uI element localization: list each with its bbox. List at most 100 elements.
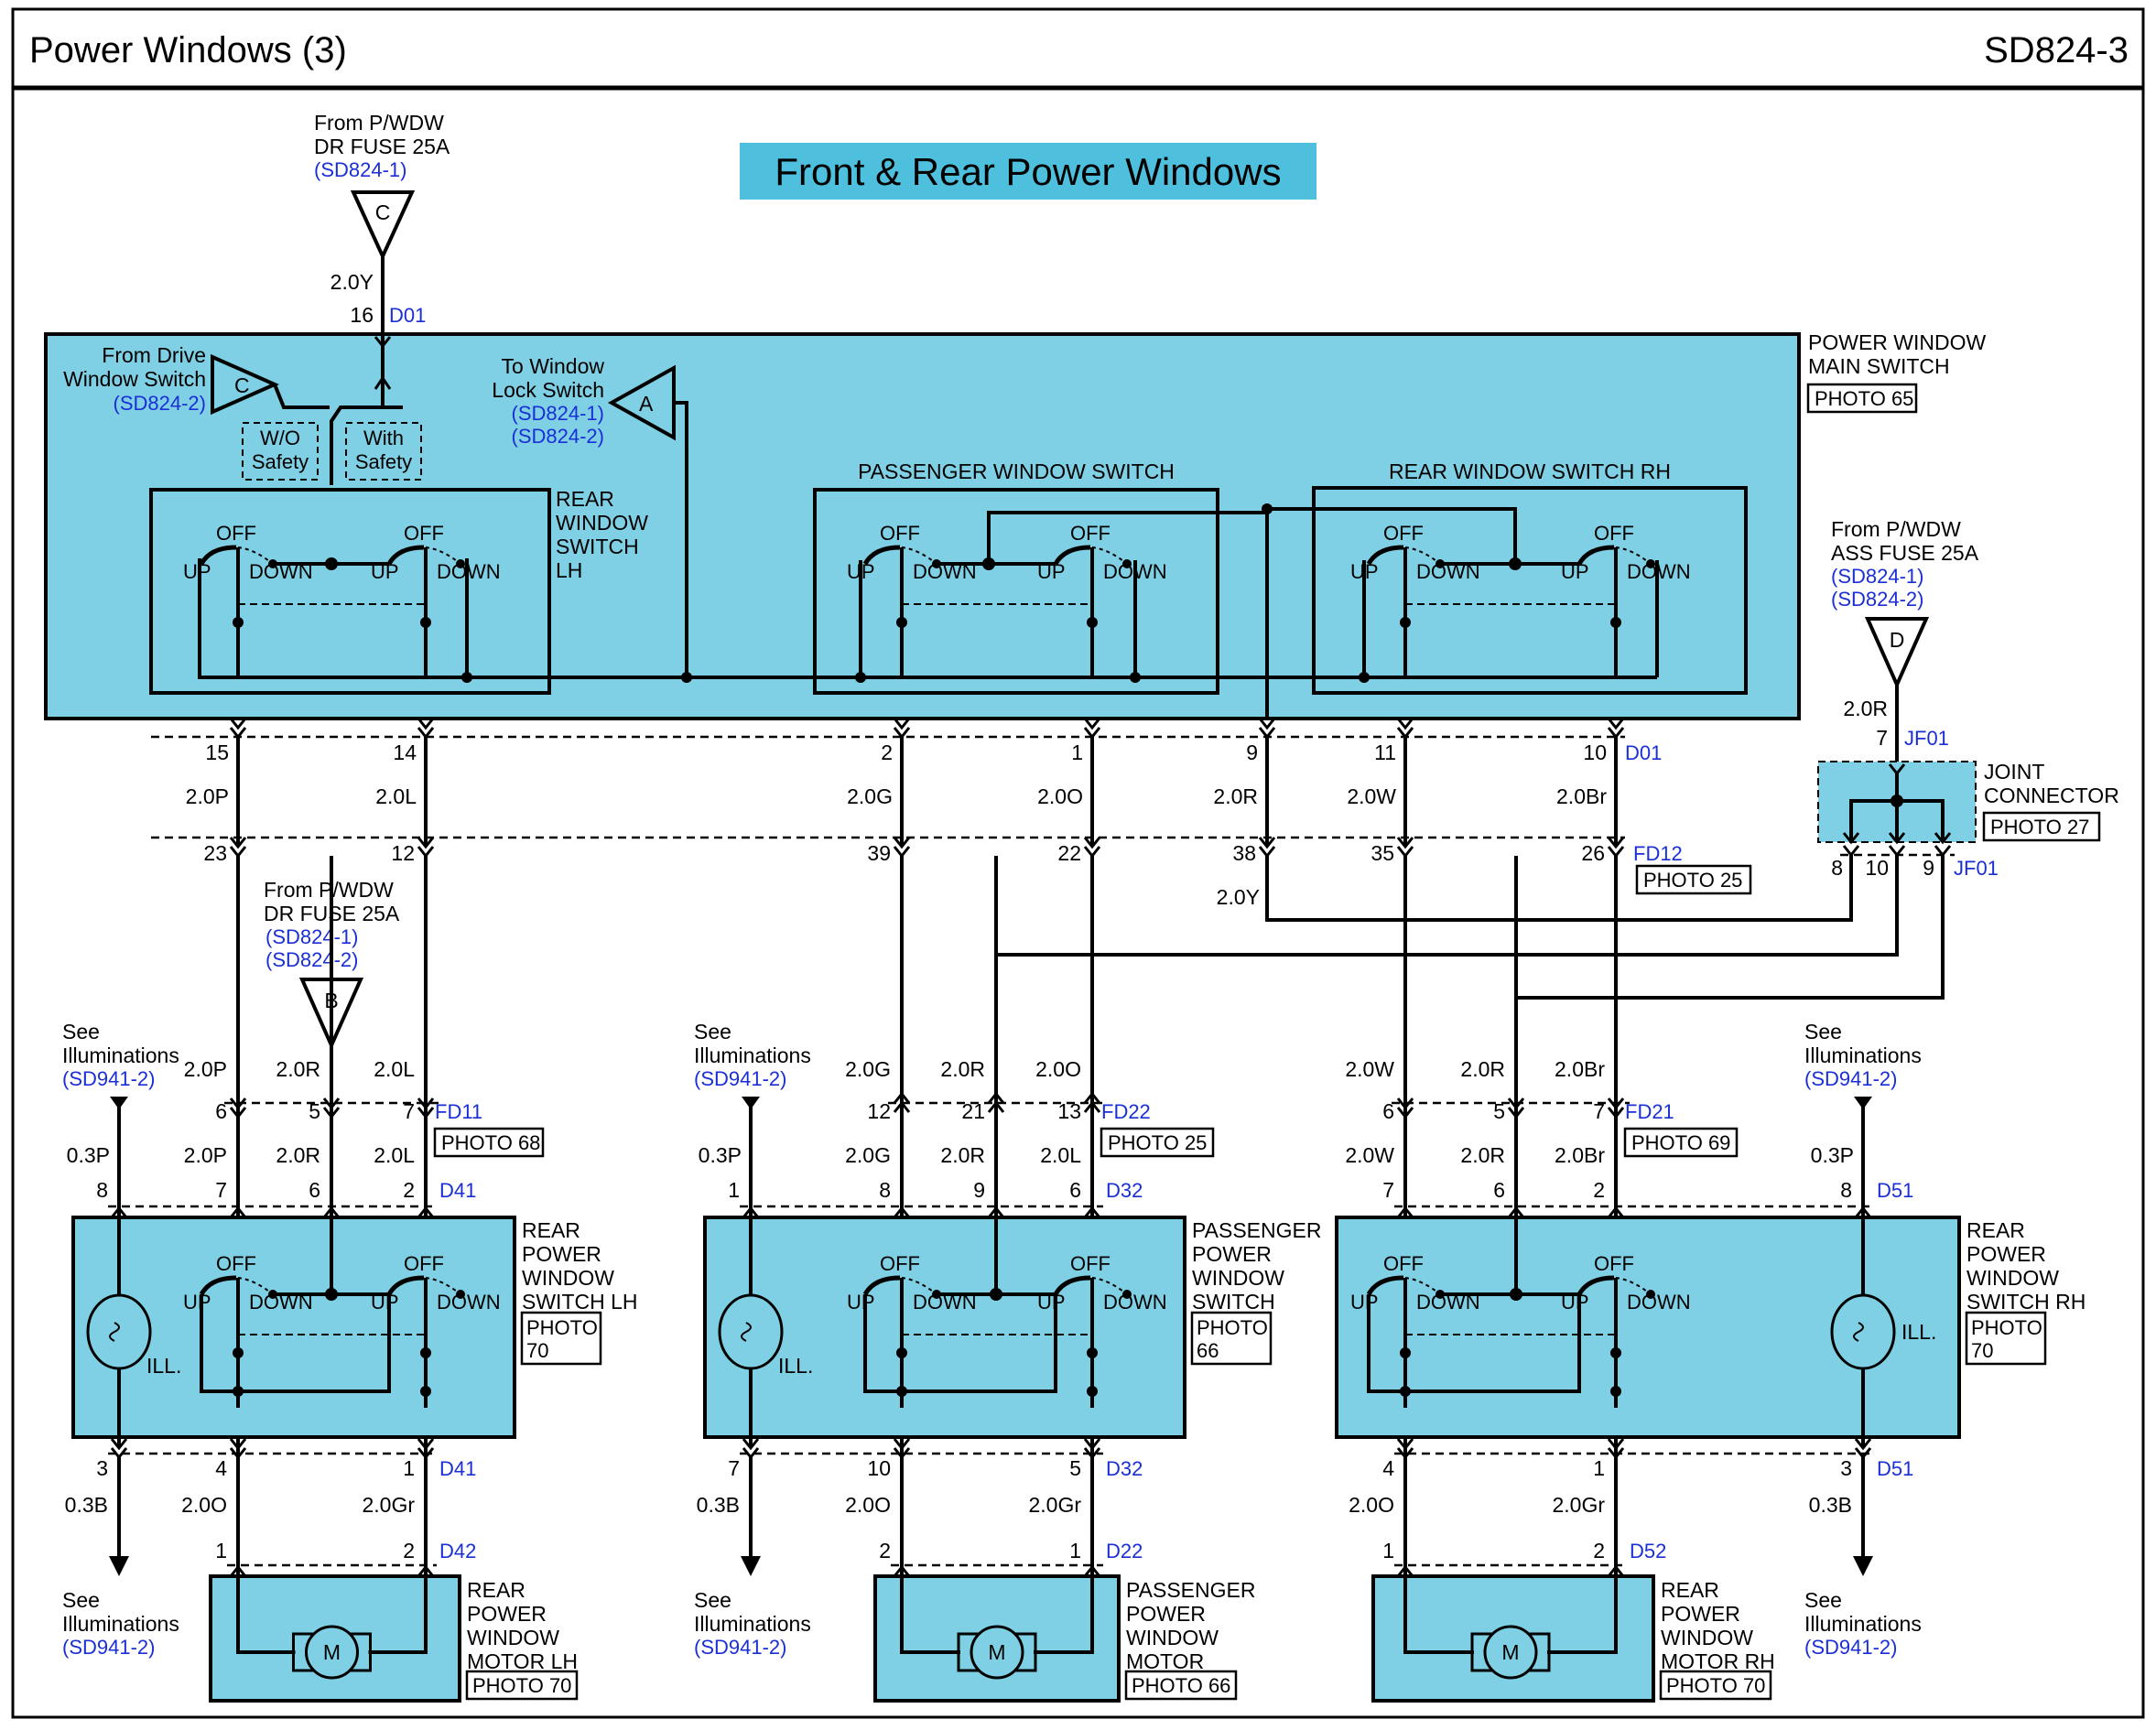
g1-illum-top-2: Illuminations — [694, 1043, 811, 1067]
g2-conn-a: FD21 — [1625, 1100, 1674, 1123]
g0-a-chev2-2 — [417, 1107, 435, 1119]
g0-a-chev-0 — [229, 1097, 247, 1110]
rear-lh-main-right-contact — [456, 559, 465, 568]
rear-rh-switch-title: REAR WINDOW SWITCH RH — [1389, 460, 1671, 483]
ass-fuse-label-2: ASS FUSE 25A — [1831, 541, 1979, 565]
g1-illum-bottom-1: See — [694, 1588, 731, 1612]
connector-c-symbol — [350, 190, 416, 261]
g1-pin-c-1: 10 — [867, 1456, 891, 1480]
g0-illum-top-1: See — [62, 1020, 100, 1043]
g1-pin-d-0: 2 — [879, 1539, 891, 1562]
g2-ill-label: ILL. — [1901, 1320, 1936, 1344]
g0-bottom-node-a — [233, 1386, 244, 1397]
g2-wire-c-0: 2.0O — [1349, 1493, 1394, 1517]
row1-chevron-2 — [893, 718, 911, 730]
g1-c-chev2-2 — [1083, 1447, 1101, 1460]
g2-pin-c-0: 4 — [1382, 1456, 1394, 1480]
g1-name-2: WINDOW — [1192, 1266, 1284, 1290]
g1-pin-b-0: 1 — [728, 1178, 740, 1202]
rear-lh-main-left-arc — [237, 546, 274, 565]
row1-chevron-1 — [417, 718, 435, 730]
g0-d-chev-0 — [229, 1564, 247, 1577]
g2-wire-a-2: 2.0Br — [1555, 1057, 1605, 1081]
row1-pin-6: 10 — [1583, 741, 1607, 764]
rear-rh-main-left-arc — [1404, 546, 1441, 565]
g2-pin-a-1: 5 — [1493, 1099, 1505, 1123]
g2-illum-top-1: See — [1804, 1020, 1842, 1043]
g1-motor-lead-a — [900, 1576, 960, 1654]
row2-chevron-5 — [1396, 837, 1414, 849]
row2-chevron-b-4 — [1258, 846, 1276, 859]
joint-label-2: CONNECTOR — [1984, 784, 2119, 807]
g1-illum-top-ref: (SD941-2) — [694, 1067, 786, 1090]
main-switch-photo: PHOTO 65 — [1815, 387, 1913, 410]
g1-motor-name-2: WINDOW — [1126, 1626, 1219, 1649]
g2-wire-c-2: 0.3B — [1809, 1493, 1852, 1517]
g1-conn-d: D22 — [1106, 1540, 1143, 1562]
passenger-switch-title: PASSENGER WINDOW SWITCH — [858, 460, 1175, 483]
g0-photo-a: PHOTO 68 — [441, 1131, 540, 1154]
g0-up-return — [200, 1294, 391, 1393]
g2-bottom-node-a — [1400, 1386, 1411, 1397]
g0-switch-left-up: UP — [183, 1291, 211, 1314]
junction-rlh — [461, 672, 472, 683]
g1-switch-left-arc — [901, 1277, 937, 1295]
g1-b-chev-1 — [893, 1206, 911, 1218]
g2-wire-b-2: 2.0Br — [1555, 1143, 1605, 1167]
row2-pin-3: 22 — [1057, 841, 1081, 865]
lock-switch-letter: A — [639, 392, 654, 416]
g2-motor-name-1: POWER — [1661, 1602, 1740, 1626]
g0-motor-lead-a — [236, 1576, 296, 1654]
rear-rh-main-right-node — [1610, 617, 1621, 628]
g1-motor-name-1: POWER — [1126, 1602, 1206, 1626]
g0-switch-left-off: OFF — [216, 1252, 256, 1275]
g2-motor-letter: M — [1501, 1640, 1519, 1664]
row1-pin-1: 14 — [393, 741, 417, 764]
g1-d-chev-0 — [893, 1564, 911, 1577]
row2-pin-1: 12 — [391, 841, 415, 865]
g1-switch-right-off: OFF — [1070, 1252, 1111, 1275]
g1-b-chev-0 — [742, 1206, 760, 1218]
fd12-photo: PHOTO 25 — [1643, 869, 1742, 892]
g1-a-chev-0 — [893, 1091, 911, 1104]
row1-pin-4: 9 — [1246, 741, 1258, 764]
g0-pin-a-0: 6 — [215, 1099, 227, 1123]
g0-c-chev2-1 — [229, 1447, 247, 1460]
g0-motor-name-0: REAR — [467, 1578, 525, 1602]
g0-pin-c-2: 1 — [403, 1456, 415, 1480]
g0-a-chev-1 — [322, 1097, 341, 1110]
joint-label-1: JOINT — [1984, 760, 2044, 784]
connector-d-symbol — [1864, 617, 1930, 689]
g2-b-chev-2 — [1607, 1206, 1625, 1218]
g2-switch-left-arc — [1404, 1277, 1441, 1295]
connector-c-letter: C — [375, 200, 391, 224]
g2-illum-bottom-ref: (SD941-2) — [1804, 1636, 1897, 1659]
g2-pin-c-1: 1 — [1593, 1456, 1605, 1480]
g1-wire-b-0: 2.0G — [845, 1143, 891, 1167]
row2-pin-4: 38 — [1232, 841, 1256, 865]
g1-motor-icon — [970, 1625, 1024, 1680]
g2-photo-a-box — [1623, 1127, 1739, 1158]
joint-out-c2 — [1934, 845, 1952, 858]
g0-pin-a-2: 7 — [403, 1099, 415, 1123]
rear-rh-main-left-up: UP — [1350, 560, 1379, 583]
g0-pin-b-3: 2 — [403, 1178, 415, 1202]
g2-motor-name-3: MOTOR RH — [1661, 1649, 1775, 1673]
g2-motor-photo: PHOTO 70 — [1666, 1674, 1765, 1697]
rear-lh-label-2: WINDOW — [556, 511, 648, 535]
row2-chevron-0 — [229, 837, 247, 849]
drive-switch-ref: (SD824-2) — [114, 392, 206, 415]
row1-wire-label-5: 2.0W — [1347, 784, 1396, 808]
g2-d-chev-0 — [1396, 1564, 1414, 1577]
g1-photo-1: PHOTO — [1197, 1316, 1268, 1339]
passenger-window-switch — [813, 488, 1219, 695]
g0-wire-c-1: 2.0O — [181, 1493, 227, 1517]
joint-pin-8: 8 — [1831, 856, 1843, 880]
g2-lamp-filament — [1853, 1322, 1864, 1342]
rear-window-switch-lh — [149, 488, 551, 695]
row1-conn: D01 — [1625, 741, 1662, 764]
g0-switch-left-node — [233, 1347, 244, 1358]
rear-lh-main-right-node — [420, 617, 431, 628]
